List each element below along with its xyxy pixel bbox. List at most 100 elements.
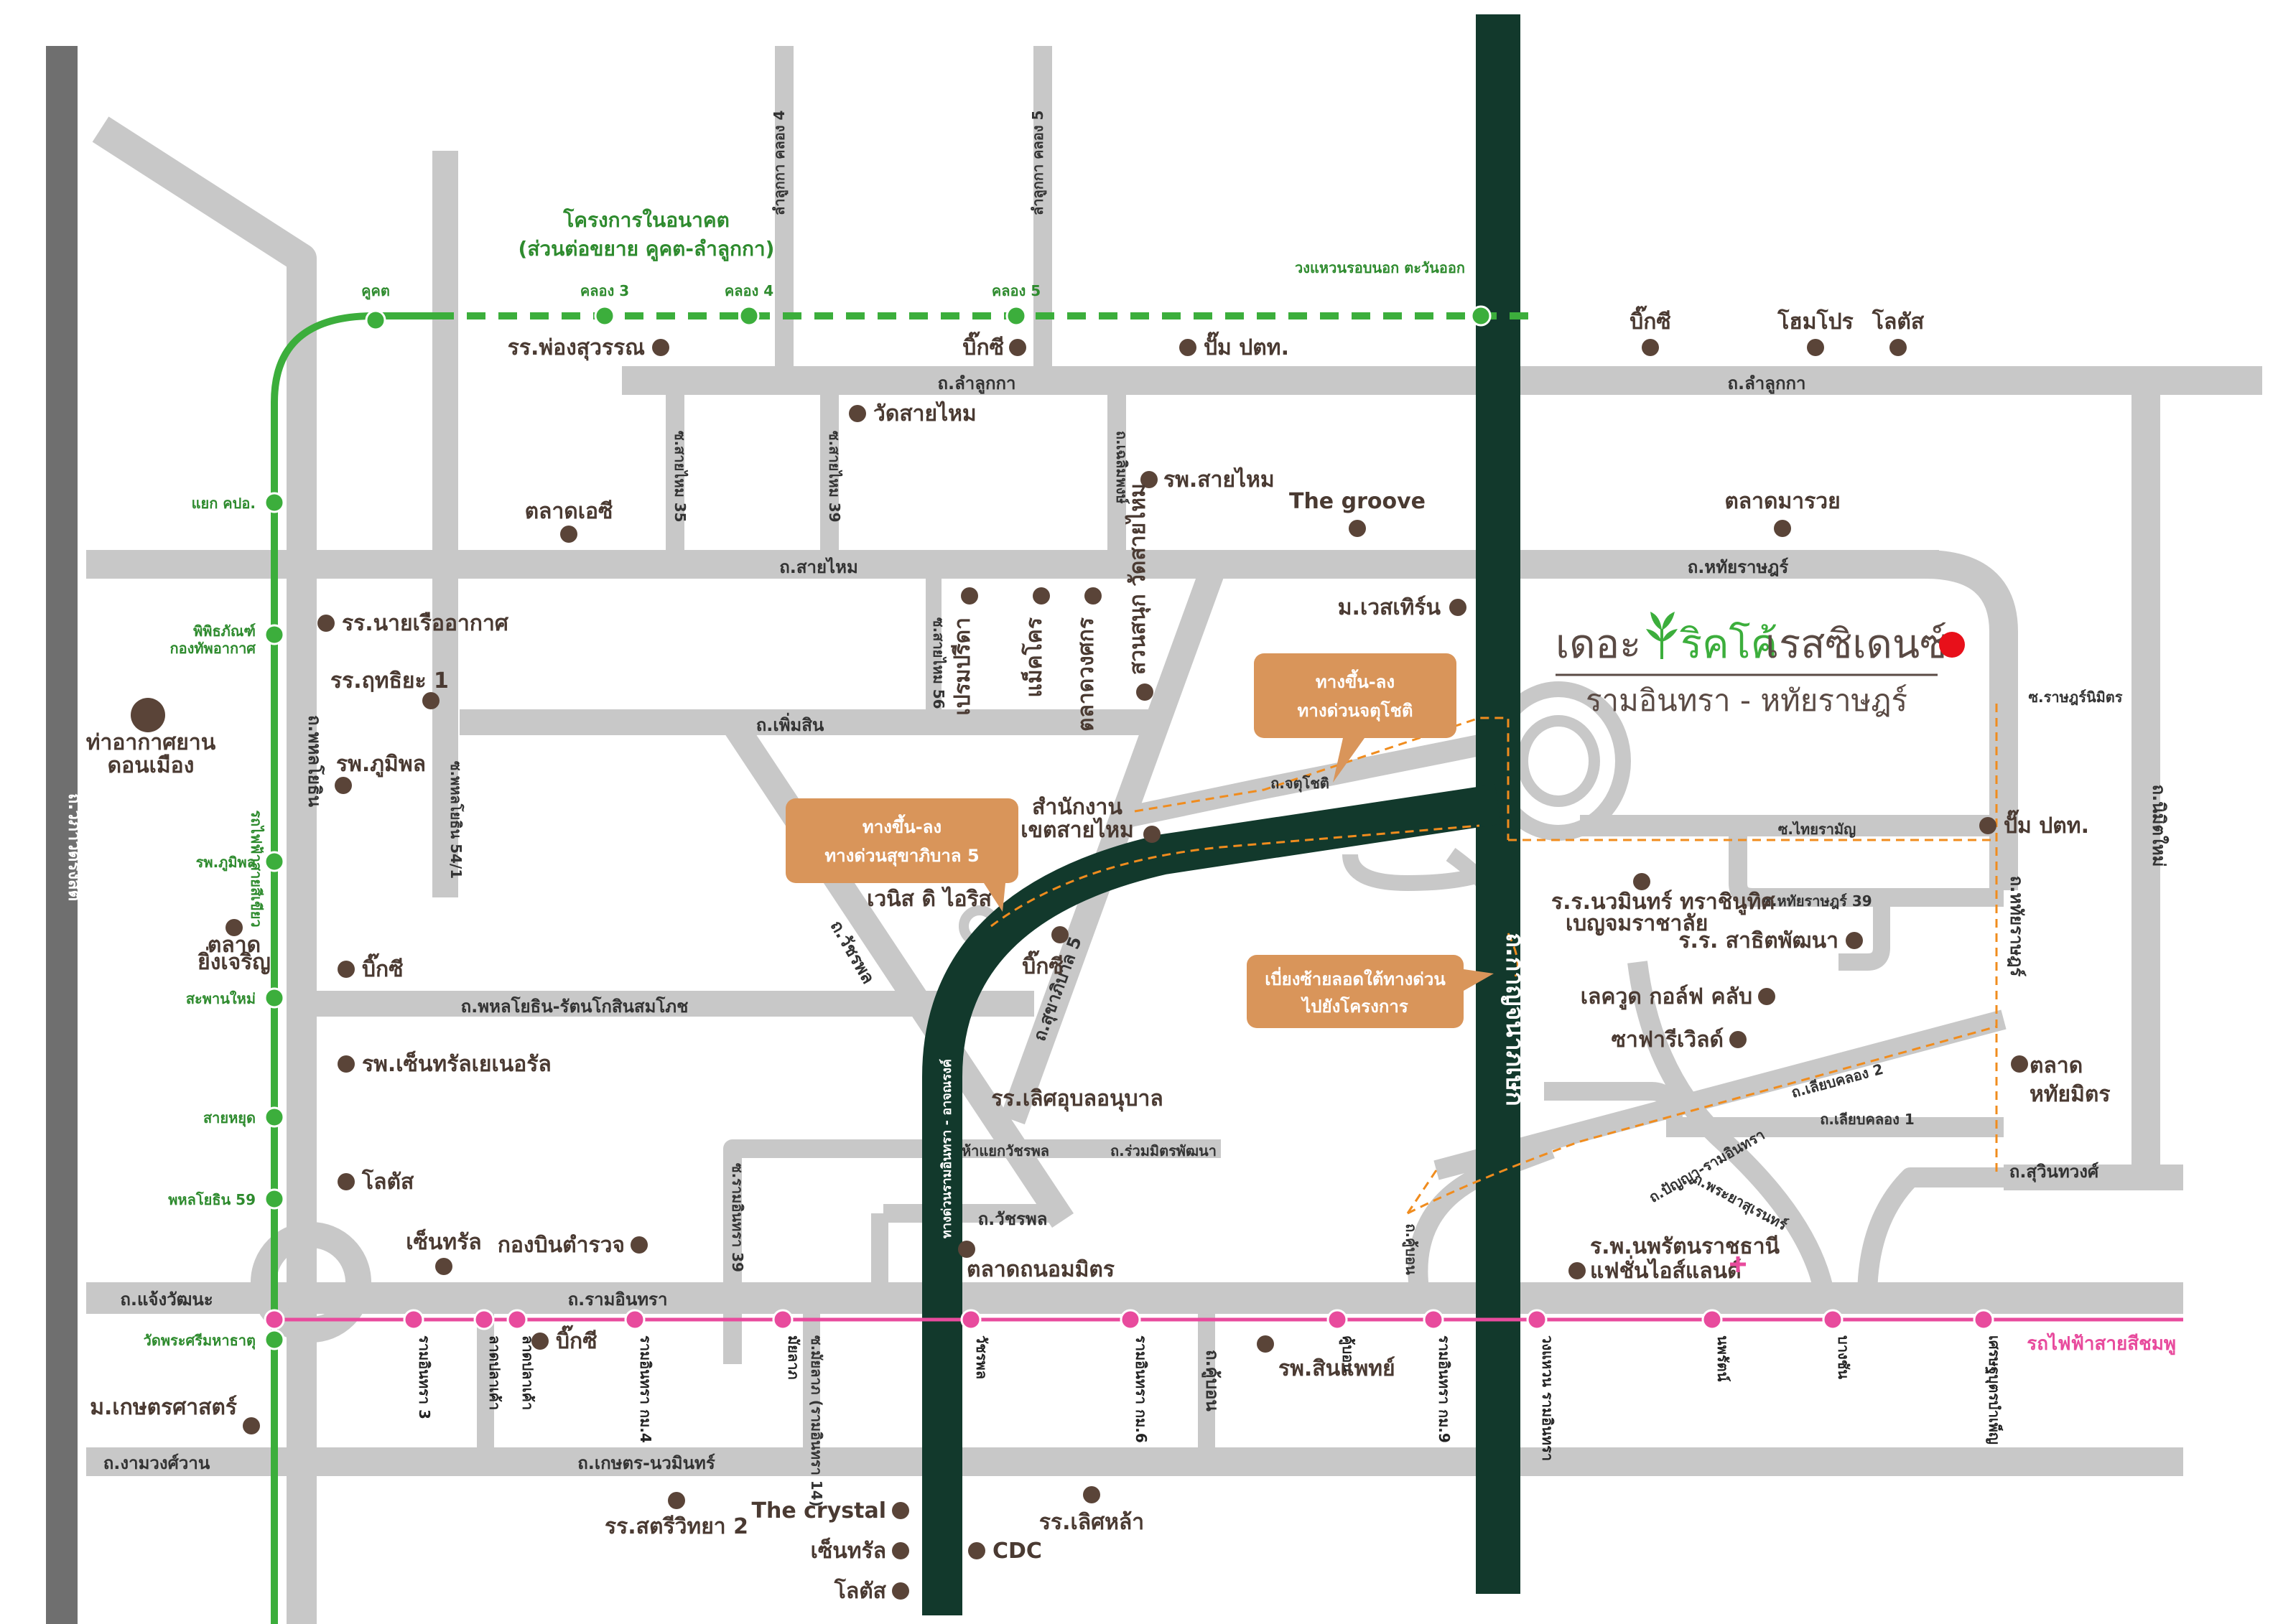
landmark-label: The crystal	[752, 1498, 886, 1523]
road-label: ถ.หทัยราษฎร์	[2007, 876, 2027, 977]
svg-text:ทางด่วนจตุโชติ: ทางด่วนจตุโชติ	[1298, 700, 1413, 722]
landmark-label: ม.เวสเทิร์น	[1338, 595, 1441, 620]
landmark-label: ซาฟารีเวิลด์	[1612, 1027, 1724, 1053]
pink-line-label: รถไฟฟ้าสายสีชมพู	[2027, 1332, 2176, 1355]
road-label: ถ.พหลโยธิน	[304, 715, 325, 808]
road-label: ซ.พหลโยธิน 54/1	[447, 761, 465, 879]
road-label: ถ.จตุโชติ	[1270, 775, 1329, 793]
station-label: บางชัน	[1835, 1335, 1852, 1379]
hospital-icon	[1730, 1256, 1746, 1272]
svg-text:ไปยังโครงการ: ไปยังโครงการ	[1300, 996, 1408, 1017]
road-label: ซ.สายไหม 56	[930, 617, 947, 709]
landmark-label: ร.ร.นวมินทร์ ทราชินูทิศ	[1551, 890, 1775, 915]
road-label: ถ.ลำลูกกา	[1727, 373, 1805, 394]
landmark-label: CDC	[992, 1539, 1042, 1564]
green-station-dot	[1005, 305, 1027, 327]
road-label: ถ.สายไหม	[779, 556, 858, 577]
landmark-label: เปรมปรีดา	[950, 617, 975, 716]
landmark-label: สวนสนุก วัดสายไหม	[1125, 483, 1151, 675]
green-station-dot	[264, 624, 285, 645]
road-label: ถ.เฉลิมพงษ์	[1113, 431, 1130, 504]
station-label: พหลโยธิน 59	[168, 1191, 256, 1208]
svg-text:ทางขึ้น-ลง: ทางขึ้น-ลง	[1316, 668, 1395, 692]
road-label: ซ.สายไหม 39	[826, 431, 843, 523]
green-station-labels: คูคต คลอง 3 คลอง 4 คลอง 5 แยก คปอ. พิพิธ…	[144, 282, 1041, 1350]
pink-station-labels: รามอินทรา 3 ลาดปลาเค้า ลาดปลาเค้า รามอิน…	[416, 1332, 2176, 1461]
station-label: กองทัพอากาศ	[169, 640, 256, 657]
green-line-label: รถไฟฟ้าสายสีเขียว	[248, 810, 265, 927]
green-station-dot	[1470, 305, 1492, 327]
road-label: ซ.รามอินทรา 39	[729, 1163, 746, 1272]
road-label: ซ.ไทยรามัญ	[1778, 821, 1856, 838]
green-station-dot	[264, 987, 285, 1009]
landmark-label: ยิ่งเจริญ	[197, 946, 271, 975]
road-label: ถ.งามวงศ์วาน	[103, 1453, 210, 1473]
landmark-label: บิ๊กซี	[556, 1325, 598, 1354]
landmark-label: ร.ร. สาธิตพัฒนา	[1678, 928, 1838, 953]
road-label: ถ.ร่วมมิตรพัฒนา	[1110, 1142, 1217, 1159]
landmark-label: โลตัส	[1872, 308, 1925, 335]
road-label: ถ.พหลโยธิน-รัตนโกสินสมโภช	[461, 996, 689, 1017]
landmark-label: รพ.สินแพทย์	[1278, 1356, 1395, 1381]
landmark-label: ปั๊ม ปตท.	[2004, 809, 2089, 839]
callout-turn-left: เบี่ยงซ้ายลอดใต้ทางด่วน ไปยังโครงการ	[1247, 955, 1494, 1028]
future-project-label: โครงการในอนาคต (ส่วนต่อขยาย คูคต-ลำลูกกา…	[519, 207, 775, 261]
station-label: นพรัตน์	[1714, 1335, 1731, 1382]
station-label: ลาดปลาเค้า	[519, 1335, 536, 1410]
svg-text:โครงการในอนาคต: โครงการในอนาคต	[562, 207, 730, 232]
station-label: สายหยุด	[203, 1109, 256, 1127]
station-label: รามอินทรา 3	[416, 1335, 433, 1419]
road-label: ถ.นิมิตใหม่	[2149, 785, 2170, 867]
callout-sukhaphiban: ทางขึ้น-ลง ทางด่วนสุขาภิบาล 5	[786, 798, 1018, 912]
landmark-label: สำนักงาน	[1032, 795, 1122, 820]
road-label: ถ.วิภาวดีรังสิต	[65, 793, 85, 901]
landmark-label: รร.เลิศหล้า	[1039, 1510, 1144, 1535]
landmark-label: ตลาด	[208, 933, 261, 958]
road-label: ถ.วัชรพล	[978, 1209, 1048, 1229]
landmark-label: รร.นายเรืออากาศ	[342, 611, 509, 636]
expressway-network	[922, 14, 1520, 1615]
svg-text:เบี่ยงซ้ายลอดใต้ทางด่วน: เบี่ยงซ้ายลอดใต้ทางด่วน	[1265, 966, 1446, 989]
green-station-dot	[264, 1106, 285, 1128]
green-station-dot	[365, 309, 386, 331]
landmark-label: ตลาด	[2030, 1053, 2083, 1078]
landmark-label: รร.สตรีวิทยา 2	[605, 1514, 748, 1539]
landmark-label: ร.พ.นพรัตนราชธานี	[1590, 1234, 1780, 1259]
landmark-label: บิ๊กซี	[1022, 950, 1064, 979]
station-label: วัชรพล	[973, 1335, 990, 1379]
road-label: ซ.ราษฎร์นิมิตร	[2028, 689, 2122, 706]
landmark-labels: รร.พ่องสุวรรณ บิ๊กซี ปั๊ม ปตท. บิ๊กซี โฮ…	[86, 305, 2111, 1604]
landmark-label: เซ็นทรัล	[406, 1228, 481, 1255]
landmark-label: The groove	[1289, 489, 1426, 514]
project-name-brand: ริคโค้	[1680, 621, 1777, 668]
road-label: ถ.แจ้งวัฒนะ	[120, 1289, 213, 1310]
driving-route	[990, 704, 1998, 1215]
station-label: วงแหวน รามอินทรา	[1539, 1335, 1556, 1461]
landmark-label: ตลาดมารวย	[1724, 489, 1840, 514]
landmark-label: ตลาดถนอมมิตร	[967, 1257, 1115, 1282]
project-brand: เดอะ ริคโค้ เรสซิเดนซ์ รามอินทรา - หทัยร…	[1556, 612, 1965, 718]
landmark-label: หทัยมิตร	[2030, 1082, 2111, 1107]
station-label: สะพานใหม่	[186, 990, 256, 1007]
project-name-suffix: เรสซิเดนซ์	[1765, 621, 1947, 668]
leaf-icon	[1646, 612, 1678, 659]
station-label: รามอินทรา กม.9	[1436, 1335, 1453, 1443]
green-line-stations	[264, 305, 1492, 1350]
station-label: คลอง 4	[725, 282, 773, 299]
station-label: แยก คปอ.	[192, 495, 256, 512]
station-label: คลอง 3	[580, 282, 629, 299]
callout-chatuchot: ทางขึ้น-ลง ทางด่วนจตุโชติ	[1254, 653, 1456, 783]
station-label: วัดพระศรีมหาธาตุ	[144, 1332, 256, 1350]
svg-text:ทางขึ้น-ลง: ทางขึ้น-ลง	[863, 813, 942, 837]
landmark-label: โลตัส	[834, 1577, 887, 1604]
road-label: ถ.คู้บอน	[1401, 1223, 1420, 1275]
green-line-route	[271, 312, 1537, 1624]
landmark-label: รร.เลิศอุบลอนุบาล	[991, 1086, 1163, 1112]
road-label: ถ.หทัยราษฎร์	[1688, 557, 1789, 577]
station-label: รพ.ภูมิพล	[196, 854, 256, 872]
landmark-label: บิ๊กซี	[362, 953, 404, 982]
station-label: รามอินทรา กม.6	[1133, 1335, 1150, 1443]
green-station-dot	[264, 492, 285, 513]
road-label: ถ.ลำลูกกา	[937, 373, 1015, 394]
